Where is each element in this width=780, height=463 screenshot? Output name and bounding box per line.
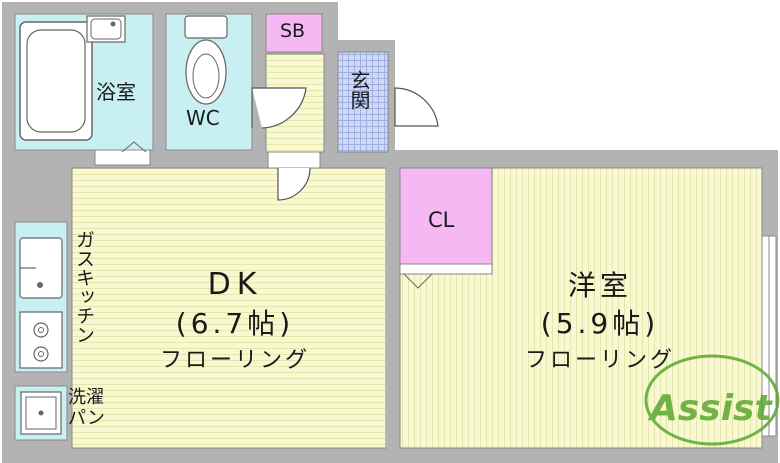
washer-label-line-1: 洗濯: [68, 387, 104, 408]
entrance-label: 玄関: [347, 70, 371, 110]
washer-label: 洗濯パン: [68, 387, 108, 429]
toilet-tank: [184, 15, 228, 39]
closet-label: CL: [428, 208, 455, 232]
front-door: [394, 87, 439, 127]
bath-door: [94, 149, 151, 166]
gas-stove: [19, 311, 63, 369]
dk-room: [71, 167, 387, 449]
dk-door: [277, 167, 311, 201]
wc-label: WC: [186, 106, 220, 130]
shoe-box: [265, 13, 323, 53]
entrance: [337, 51, 389, 153]
dk-floor: フローリング: [159, 348, 310, 373]
washer-label-line-2: パン: [68, 407, 105, 429]
western-name: 洋室: [567, 269, 632, 302]
kitchen-label: ガスキッチン: [73, 230, 95, 344]
dk-name: DK: [207, 267, 263, 302]
toilet-bowl: [185, 39, 227, 105]
wash-basin: [86, 15, 126, 43]
bath-label: 浴室: [96, 80, 136, 104]
wc-door: [252, 87, 307, 129]
assist-logo: Assist: [644, 354, 780, 446]
dk-size: (6.7帖): [175, 307, 295, 340]
western-size: (5.9帖): [540, 307, 660, 340]
logo-text: Assist: [647, 388, 773, 429]
western-floor: フローリング: [524, 348, 675, 373]
bathtub: [19, 21, 93, 141]
sb-label: SB: [280, 20, 306, 42]
